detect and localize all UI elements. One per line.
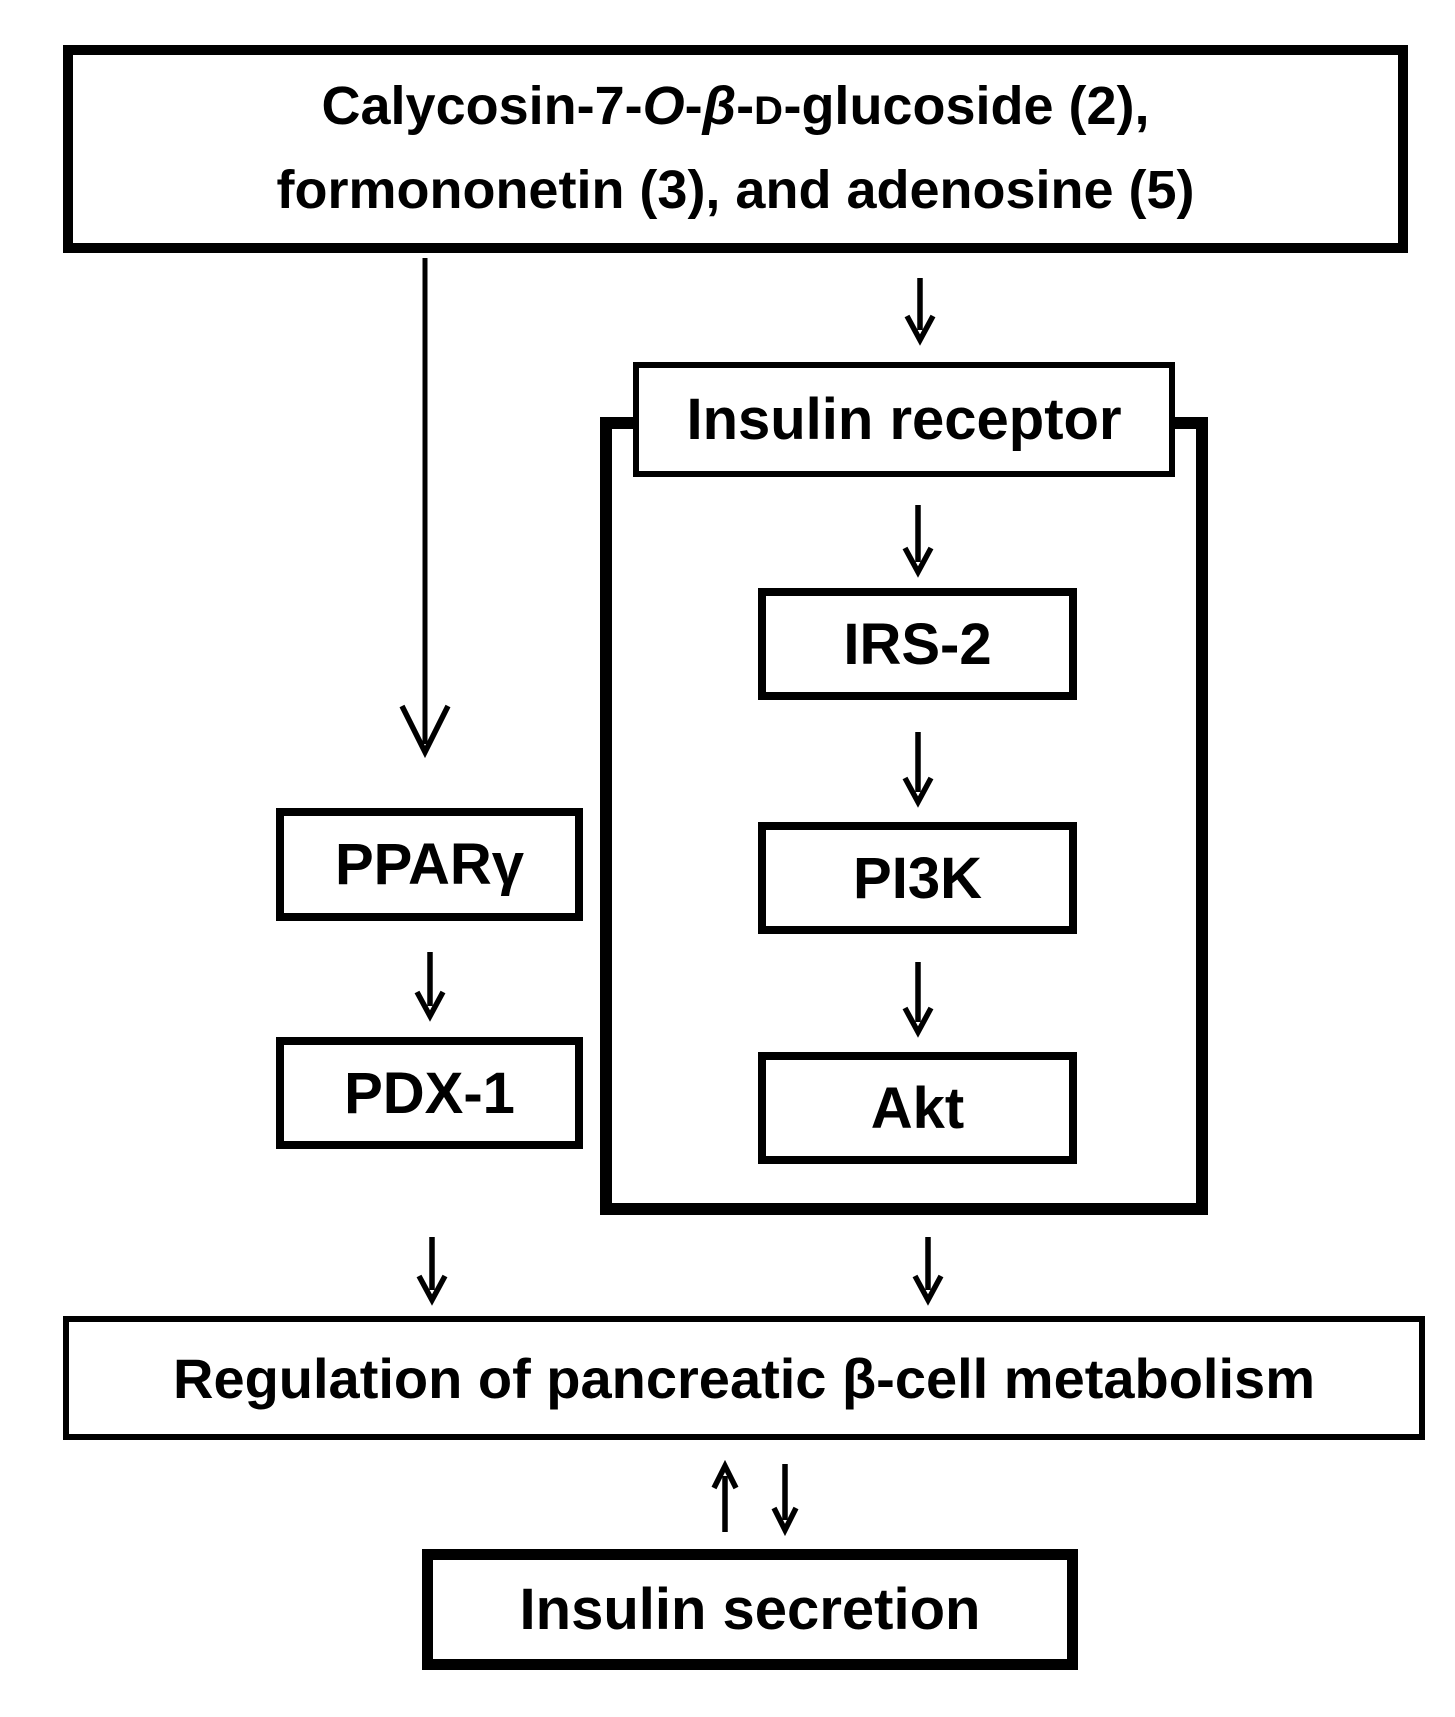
compounds-line1: Calycosin-7-O-β-D-glucoside (2), xyxy=(321,76,1150,137)
regulation-label: Regulation of pancreatic β-cell metaboli… xyxy=(173,1346,1315,1410)
insulin-receptor-label: Insulin receptor xyxy=(686,387,1122,452)
arrow-pdx1-to-regulation-icon xyxy=(416,1237,448,1306)
arrow-compounds-to-pparg-icon xyxy=(399,258,451,759)
pi3k-label: PI3K xyxy=(853,845,982,911)
arrow-pparg-to-pdx1-icon xyxy=(414,952,446,1022)
pdx1-label: PDX-1 xyxy=(344,1060,515,1126)
insulin-secretion-box: Insulin secretion xyxy=(422,1549,1078,1670)
arrow-compounds-to-insulin-receptor-icon xyxy=(904,278,936,346)
insulin-receptor-box: Insulin receptor xyxy=(633,362,1175,477)
pdx1-box: PDX-1 xyxy=(276,1037,583,1149)
pparg-box: PPARγ xyxy=(276,808,583,921)
down-arrow-icon xyxy=(771,1464,799,1537)
insulin-secretion-label: Insulin secretion xyxy=(519,1577,981,1642)
pparg-label: PPARγ xyxy=(334,832,525,897)
akt-label: Akt xyxy=(870,1075,965,1141)
akt-box: Akt xyxy=(758,1052,1077,1164)
pi3k-box: PI3K xyxy=(758,822,1077,934)
irs2-box: IRS-2 xyxy=(758,588,1077,700)
up-arrow-icon xyxy=(711,1459,739,1532)
regulation-box: Regulation of pancreatic β-cell metaboli… xyxy=(63,1316,1425,1440)
compounds-box: Calycosin-7-O-β-D-glucoside (2), formono… xyxy=(63,45,1408,253)
arrow-pathway-to-regulation-icon xyxy=(912,1237,944,1306)
irs2-label: IRS-2 xyxy=(843,611,992,677)
compounds-line2: formononetin (3), and adenosine (5) xyxy=(276,160,1195,220)
